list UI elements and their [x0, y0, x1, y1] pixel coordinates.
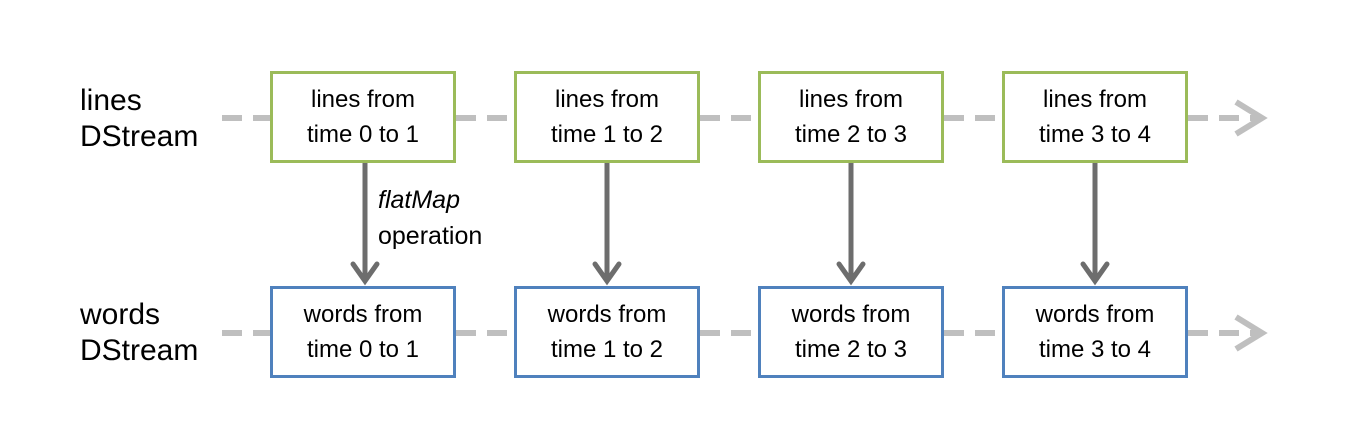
operation-name: flatMap [378, 186, 460, 214]
transform-arrow-0 [350, 160, 380, 286]
box-text-line2: time 0 to 1 [306, 121, 420, 148]
lines-batch-box-3: lines from time 3 to 4 [1002, 71, 1188, 163]
box-text-line1: words from [791, 301, 911, 328]
box-text-line1: lines from [798, 86, 904, 113]
lines-label-line1: lines [80, 84, 142, 117]
lines-dstream-label: lines DStream [80, 83, 198, 155]
transform-arrow-2 [836, 160, 866, 286]
words-batch-box-3: words from time 3 to 4 [1002, 286, 1188, 378]
transform-arrow-3 [1080, 160, 1110, 286]
box-text-line1: words from [303, 301, 423, 328]
lines-label-line2: DStream [80, 120, 199, 153]
words-batch-box-1: words from time 1 to 2 [514, 286, 700, 378]
box-text-line1: lines from [310, 86, 416, 113]
box-text-line2: time 3 to 4 [1038, 121, 1152, 148]
flatmap-operation-label: flatMap operation [378, 182, 482, 254]
box-text-line2: time 3 to 4 [1038, 336, 1152, 363]
box-text-line1: words from [1035, 301, 1155, 328]
words-batch-box-2: words from time 2 to 3 [758, 286, 944, 378]
lines-batch-box-0: lines from time 0 to 1 [270, 71, 456, 163]
box-text-line1: lines from [1042, 86, 1148, 113]
words-stream-arrow [222, 314, 1268, 352]
lines-batch-box-2: lines from time 2 to 3 [758, 71, 944, 163]
words-label-line2: DStream [80, 334, 199, 367]
transform-arrow-1 [592, 160, 622, 286]
words-dstream-label: words DStream [80, 297, 198, 369]
box-text-line2: time 2 to 3 [794, 336, 908, 363]
box-text-line1: lines from [554, 86, 660, 113]
box-text-line2: time 1 to 2 [550, 121, 664, 148]
lines-stream-arrow [222, 99, 1268, 137]
box-text-line2: time 2 to 3 [794, 121, 908, 148]
box-text-line2: time 1 to 2 [550, 336, 664, 363]
box-text-line2: time 0 to 1 [306, 336, 420, 363]
operation-suffix: operation [378, 222, 483, 250]
lines-batch-box-1: lines from time 1 to 2 [514, 71, 700, 163]
words-batch-box-0: words from time 0 to 1 [270, 286, 456, 378]
box-text-line1: words from [547, 301, 667, 328]
transform-arrows [350, 160, 1110, 286]
words-label-line1: words [80, 298, 161, 331]
